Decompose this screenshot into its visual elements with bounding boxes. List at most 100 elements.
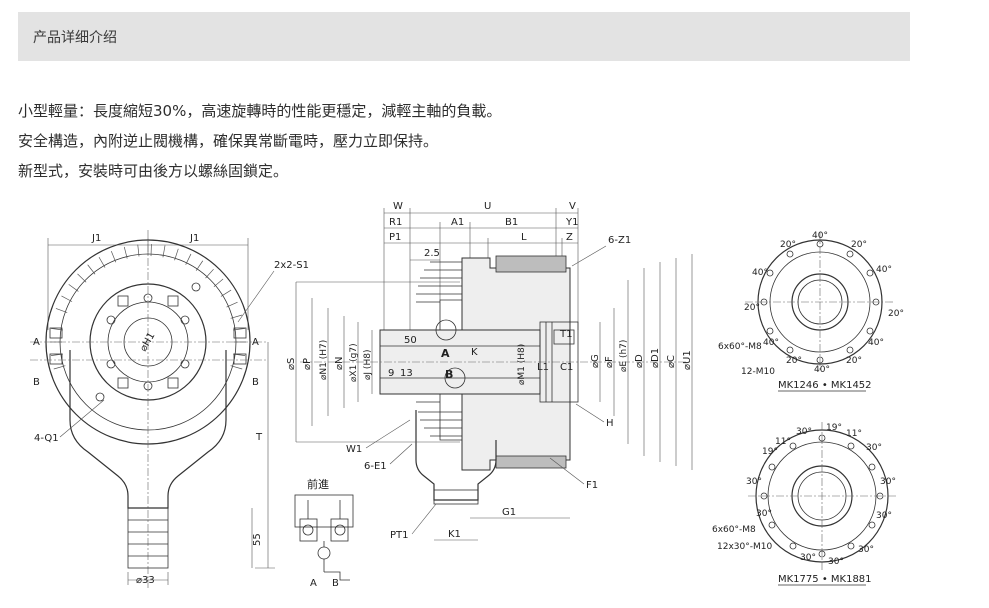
label-a-left: A xyxy=(33,337,40,348)
dim-n: ⌀N xyxy=(334,356,345,370)
front-view: J1 J1 xyxy=(30,230,309,590)
angle-t3: 11° xyxy=(846,429,862,439)
dim-j1-right: J1 xyxy=(189,233,199,244)
label-m8-top: 6x60°-M8 xyxy=(718,342,762,352)
angle-l2: 20° xyxy=(744,303,760,313)
label-a-right: A xyxy=(252,337,259,348)
label-b-left: B xyxy=(33,377,40,388)
dim-b1: B1 xyxy=(505,217,518,228)
dim-k1: K1 xyxy=(448,529,461,540)
angle-b: 20° xyxy=(851,240,867,250)
dim-g1: G1 xyxy=(502,507,516,518)
label-h: H xyxy=(606,418,614,429)
dim-u: U xyxy=(484,201,491,212)
angle-l1: 40° xyxy=(752,268,768,278)
angle-a: 20° xyxy=(780,240,796,250)
dim-m1: ⌀M1 (H8) xyxy=(517,344,527,385)
dim-d: ⌀D xyxy=(634,354,645,368)
angle-b2-b: 30° xyxy=(828,557,844,567)
angle-l3-b: 30° xyxy=(746,477,762,487)
angle-r2-b: 30° xyxy=(876,511,892,521)
angle-br: 20° xyxy=(846,356,862,366)
valve-symbol: 前進 A B xyxy=(294,477,354,589)
technical-drawing: J1 J1 xyxy=(30,201,904,590)
dim-w: W xyxy=(393,201,403,212)
label-s1: 2x2-S1 xyxy=(274,260,309,271)
dim-l: L xyxy=(521,232,527,243)
angle-l2-b: 11° xyxy=(775,437,791,447)
label-m10-bottom: 12x30°-M10 xyxy=(717,542,772,552)
label-k: K xyxy=(471,347,478,358)
dim-u1: ⌀U1 xyxy=(682,350,693,370)
label-f1: F1 xyxy=(586,480,598,491)
label-q1: 4-Q1 xyxy=(34,433,59,444)
side-view: W U V R1 A1 B1 Y1 P1 L Z 6-Z1 2.5 xyxy=(286,201,693,541)
angle-l4-b: 30° xyxy=(756,509,772,519)
dim-p1: P1 xyxy=(389,232,401,243)
angle-bl: 40° xyxy=(763,338,779,348)
caption-top: MK1246 • MK1452 xyxy=(778,380,872,391)
angle-t4: 30° xyxy=(866,443,882,453)
dim-g: ⌀G xyxy=(590,354,601,368)
dim-j1-left: J1 xyxy=(91,233,101,244)
angle-top: 40° xyxy=(812,231,828,241)
feature-line-3: 新型式，安裝時可由後方以螺絲固鎖定。 xyxy=(18,162,289,180)
angle-r1-b: 30° xyxy=(880,477,896,487)
angle-b3-b: 30° xyxy=(858,545,874,555)
valve-port-a: A xyxy=(310,578,317,589)
dim-j: ⌀J (H8) xyxy=(363,350,373,380)
label-a: A xyxy=(441,347,450,360)
dim-s: ⌀S xyxy=(286,358,297,370)
dim-v: V xyxy=(569,201,576,212)
dim-p: ⌀P xyxy=(302,358,313,370)
dim-55: 55 xyxy=(252,533,263,546)
dim-t: T xyxy=(255,432,263,443)
product-description: 小型輕量：長度縮短30%，高速旋轉時的性能更穩定，減輕主軸的負載。 安全構造，內… xyxy=(18,96,918,186)
label-pt1: PT1 xyxy=(390,530,409,541)
label-h1: ⌀H1 xyxy=(138,331,157,354)
bolt-pattern-bottom: 30° 19° 11° 30° 19° 11° 30° 30° 30° 30° … xyxy=(712,422,896,586)
caption-bottom: MK1775 • MK1881 xyxy=(778,574,872,585)
label-e1: 6-E1 xyxy=(364,461,387,472)
label-b-right: B xyxy=(252,377,259,388)
feature-line-1: 小型輕量：長度縮短30%，高速旋轉時的性能更穩定，減輕主軸的負載。 xyxy=(18,102,502,120)
dim-e: ⌀E (h7) xyxy=(619,340,629,372)
label-z1: 6-Z1 xyxy=(608,235,631,246)
angle-bm: 20° xyxy=(786,356,802,366)
feature-line-2: 安全構造，內附逆止閥機構，確保異常斷電時，壓力立即保持。 xyxy=(18,132,439,150)
angle-bb: 40° xyxy=(814,365,830,375)
angle-bbr: 40° xyxy=(868,338,884,348)
dim-a1: A1 xyxy=(451,217,464,228)
dim-c1: C1 xyxy=(560,362,573,373)
dim-t1: T1 xyxy=(559,329,572,340)
label-w1: W1 xyxy=(346,444,362,455)
dim-d33: ⌀33 xyxy=(136,575,155,586)
label-m8-bottom: 6x60°-M8 xyxy=(712,525,756,535)
angle-b1-b: 30° xyxy=(800,553,816,563)
dim-x1: ⌀X1 (g7) xyxy=(349,343,359,382)
dim-f: ⌀F xyxy=(604,356,615,368)
dim-2-5: 2.5 xyxy=(424,248,440,259)
section-title: 产品详细介绍 xyxy=(33,30,117,46)
dim-d1: ⌀D1 xyxy=(650,348,661,368)
dim-r1: R1 xyxy=(389,217,402,228)
bolt-pattern-top: 40° 20° 20° 40° 40° 20° 20° 40° 20° 40° … xyxy=(718,231,904,392)
dim-50: 50 xyxy=(404,335,417,346)
angle-l1-b: 19° xyxy=(762,447,778,457)
dim-z: Z xyxy=(566,232,573,243)
angle-r: 20° xyxy=(888,309,904,319)
valve-port-b: B xyxy=(332,578,339,589)
dim-c: ⌀C xyxy=(666,355,677,368)
angle-t2: 19° xyxy=(826,423,842,433)
valve-title: 前進 xyxy=(307,477,329,491)
section-header: 产品详细介绍 xyxy=(18,12,910,61)
dim-l1: L1 xyxy=(537,362,549,373)
dim-9: 9 xyxy=(388,368,394,379)
label-b: B xyxy=(445,368,453,381)
dim-n1: ⌀N1 (H7) xyxy=(319,340,329,380)
dim-y1: Y1 xyxy=(565,217,578,228)
angle-t1: 30° xyxy=(796,427,812,437)
dim-13: 13 xyxy=(400,368,413,379)
label-m10-top: 12-M10 xyxy=(741,367,775,377)
angle-c: 40° xyxy=(876,265,892,275)
